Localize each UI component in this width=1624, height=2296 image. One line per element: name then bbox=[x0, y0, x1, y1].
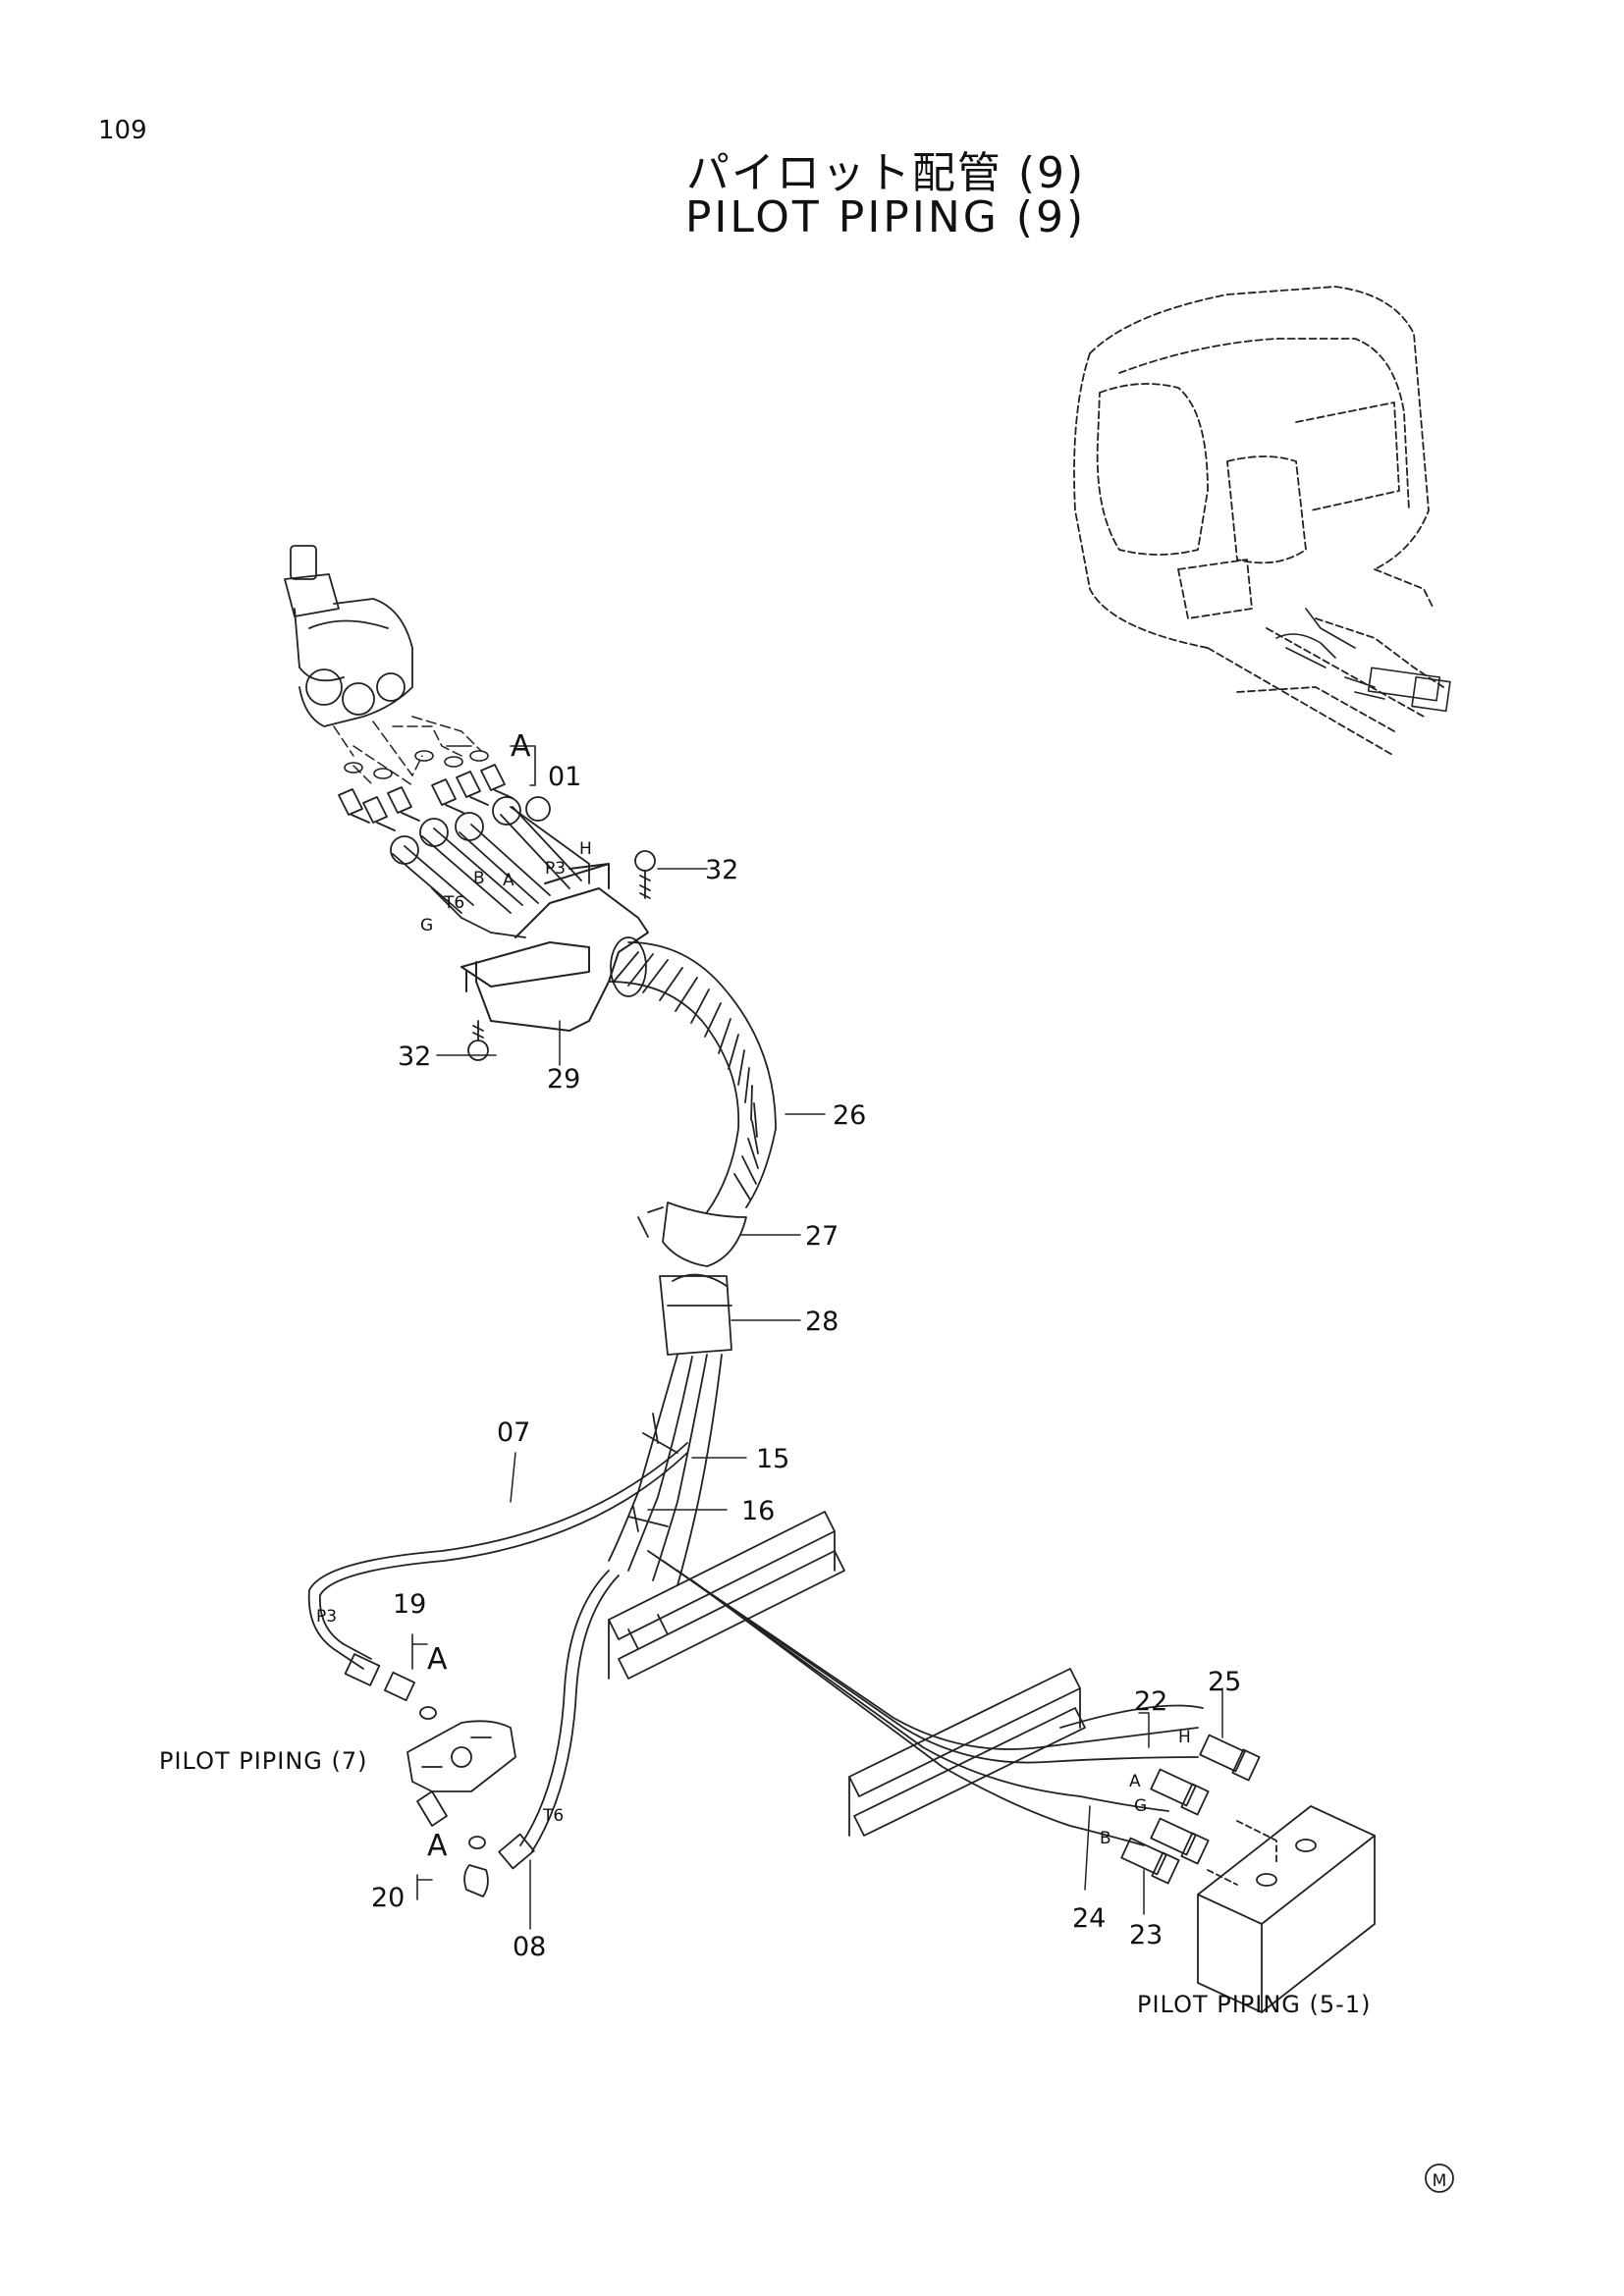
hose-label-h-right: H bbox=[1178, 1728, 1191, 1747]
callout-24: 24 bbox=[1072, 1903, 1106, 1934]
hose-label-p3-left: P3 bbox=[316, 1607, 337, 1627]
cab-connector-detail bbox=[1275, 608, 1451, 713]
valve-detail-pilot-piping-7 bbox=[383, 1671, 516, 1897]
hose-label-b-right: B bbox=[1100, 1829, 1111, 1848]
hose-label-b-top: B bbox=[473, 869, 485, 888]
pilot-valve-illustration bbox=[284, 545, 413, 727]
corrugated-protector bbox=[608, 936, 777, 1213]
right-fittings bbox=[1120, 1734, 1261, 1885]
pilot-hoses-upper bbox=[390, 796, 590, 938]
callout-08: 08 bbox=[513, 1932, 546, 1962]
detail-marker-a-left-upper: A bbox=[427, 1642, 448, 1677]
detail-marker-a-top: A bbox=[511, 729, 531, 764]
hose-label-a-top: A bbox=[503, 871, 514, 890]
detail-brackets bbox=[411, 745, 536, 1900]
callout-19: 19 bbox=[393, 1589, 426, 1620]
hose-08 bbox=[498, 1570, 620, 1870]
page-title-english: PILOT PIPING (9) bbox=[684, 192, 1087, 242]
o-rings bbox=[344, 750, 489, 779]
page-title-japanese: パイロット配管 (9) bbox=[685, 148, 1086, 198]
callout-22: 22 bbox=[1134, 1686, 1167, 1717]
elbow-fittings bbox=[338, 764, 514, 831]
callout-26: 26 bbox=[833, 1100, 866, 1131]
fitting-leader-dashes bbox=[333, 716, 482, 786]
callout-32-lower: 32 bbox=[398, 1041, 431, 1072]
page-number: 109 bbox=[98, 116, 147, 145]
callout-20: 20 bbox=[371, 1883, 405, 1913]
callout-15: 15 bbox=[756, 1444, 789, 1474]
mounting-rails bbox=[608, 1511, 1086, 1837]
hose-label-t6-top: T6 bbox=[443, 893, 464, 913]
hoses-to-right bbox=[647, 1550, 1204, 1846]
screws-32 bbox=[467, 850, 656, 1061]
hose-07 bbox=[307, 1442, 688, 1686]
hose-label-h-top: H bbox=[579, 839, 592, 859]
reference-pilot-piping-5-1: PILOT PIPING (5-1) bbox=[1137, 1991, 1371, 2018]
callout-29: 29 bbox=[547, 1064, 580, 1095]
footer-mark-circle bbox=[1425, 2163, 1454, 2193]
callout-leaders bbox=[436, 868, 1223, 1930]
diagram-labels: 01 32 32 29 26 27 28 07 15 16 19 20 08 2… bbox=[159, 729, 1454, 2193]
detail-marker-a-left-lower: A bbox=[427, 1829, 448, 1863]
hose-label-a-right: A bbox=[1129, 1772, 1141, 1791]
hose-label-p3-top: P3 bbox=[545, 859, 566, 879]
hose-label-g-right: G bbox=[1134, 1796, 1147, 1816]
callout-27: 27 bbox=[805, 1221, 839, 1252]
callout-07: 07 bbox=[497, 1417, 530, 1448]
callout-32-upper: 32 bbox=[705, 855, 738, 885]
callout-23: 23 bbox=[1129, 1920, 1163, 1950]
hose-bundle bbox=[608, 1354, 723, 1586]
hose-clamps bbox=[637, 1201, 747, 1356]
callout-16: 16 bbox=[741, 1496, 775, 1526]
hose-bracket bbox=[460, 863, 649, 1032]
hose-label-t6-left: T6 bbox=[542, 1806, 564, 1826]
footer-mark: M bbox=[1433, 2171, 1447, 2191]
hose-label-g-top: G bbox=[420, 916, 433, 935]
cab-inset-illustration bbox=[1073, 286, 1444, 757]
callout-28: 28 bbox=[805, 1307, 839, 1337]
valve-block-5-1 bbox=[1197, 1805, 1376, 2013]
callout-01: 01 bbox=[548, 762, 581, 792]
callout-25: 25 bbox=[1208, 1667, 1241, 1697]
reference-pilot-piping-7: PILOT PIPING (7) bbox=[159, 1747, 368, 1775]
